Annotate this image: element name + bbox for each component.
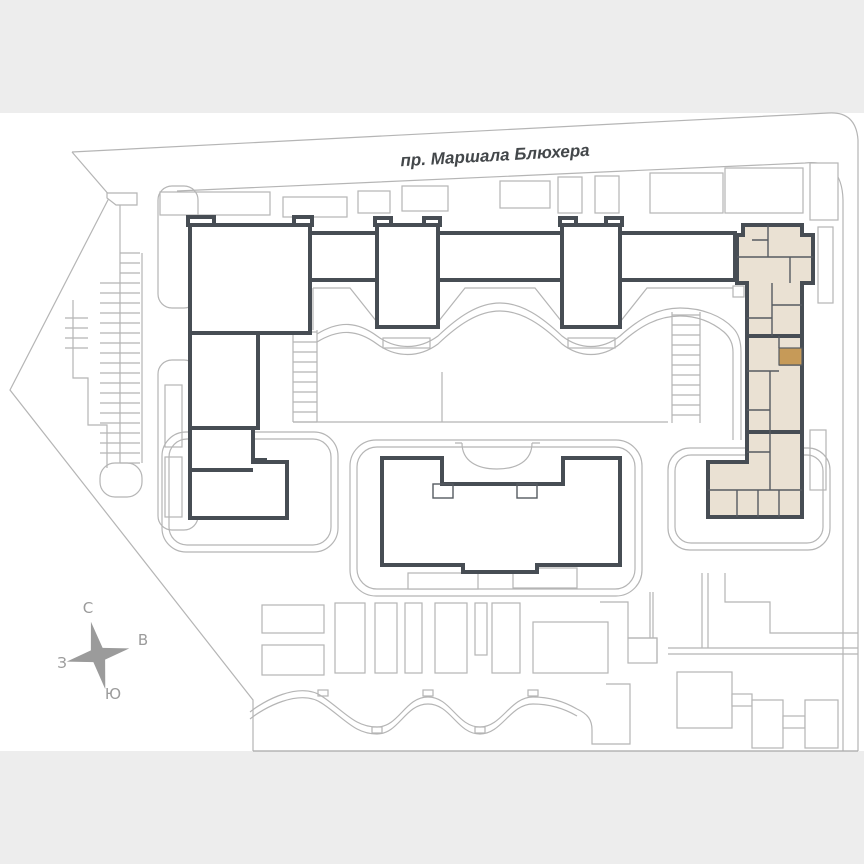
parking-stripes-left	[100, 282, 120, 454]
selected-apartment-unit[interactable]	[778, 347, 803, 366]
main-building	[186, 215, 737, 520]
highlighted-building-section	[706, 223, 815, 519]
building-section	[618, 231, 737, 282]
building-section	[188, 223, 312, 335]
parking-stripes	[120, 252, 140, 464]
building-section	[436, 231, 564, 282]
street-and-boundary	[9, 112, 859, 752]
courtyard-paths	[292, 285, 745, 470]
right-path-strips	[809, 226, 834, 491]
compass-icon: С В З Ю	[57, 599, 148, 703]
courtyard-parking-stripes-right	[672, 314, 700, 416]
parking-area	[65, 252, 143, 498]
wavy-road-bottom	[249, 697, 578, 735]
building-section	[375, 223, 440, 329]
parking-stripes-far-left	[65, 317, 88, 349]
street-outbuildings	[159, 162, 839, 221]
building-section	[308, 231, 379, 282]
top-gray-bar	[0, 0, 864, 113]
building-section	[188, 331, 260, 430]
bottom-building	[380, 456, 622, 574]
compass-north-label: С	[83, 599, 93, 617]
building-section	[560, 223, 622, 329]
bottom-gray-bar	[0, 751, 864, 864]
compass-west-label: З	[57, 654, 67, 672]
compass-east-label: В	[138, 631, 148, 649]
compass-south-label: Ю	[105, 685, 121, 703]
bottom-service-area	[249, 567, 631, 745]
building-section	[188, 426, 289, 520]
bottom-right-cluster	[600, 573, 858, 749]
apartment-unit-lines	[708, 225, 813, 517]
wavy-road-top	[249, 690, 578, 728]
